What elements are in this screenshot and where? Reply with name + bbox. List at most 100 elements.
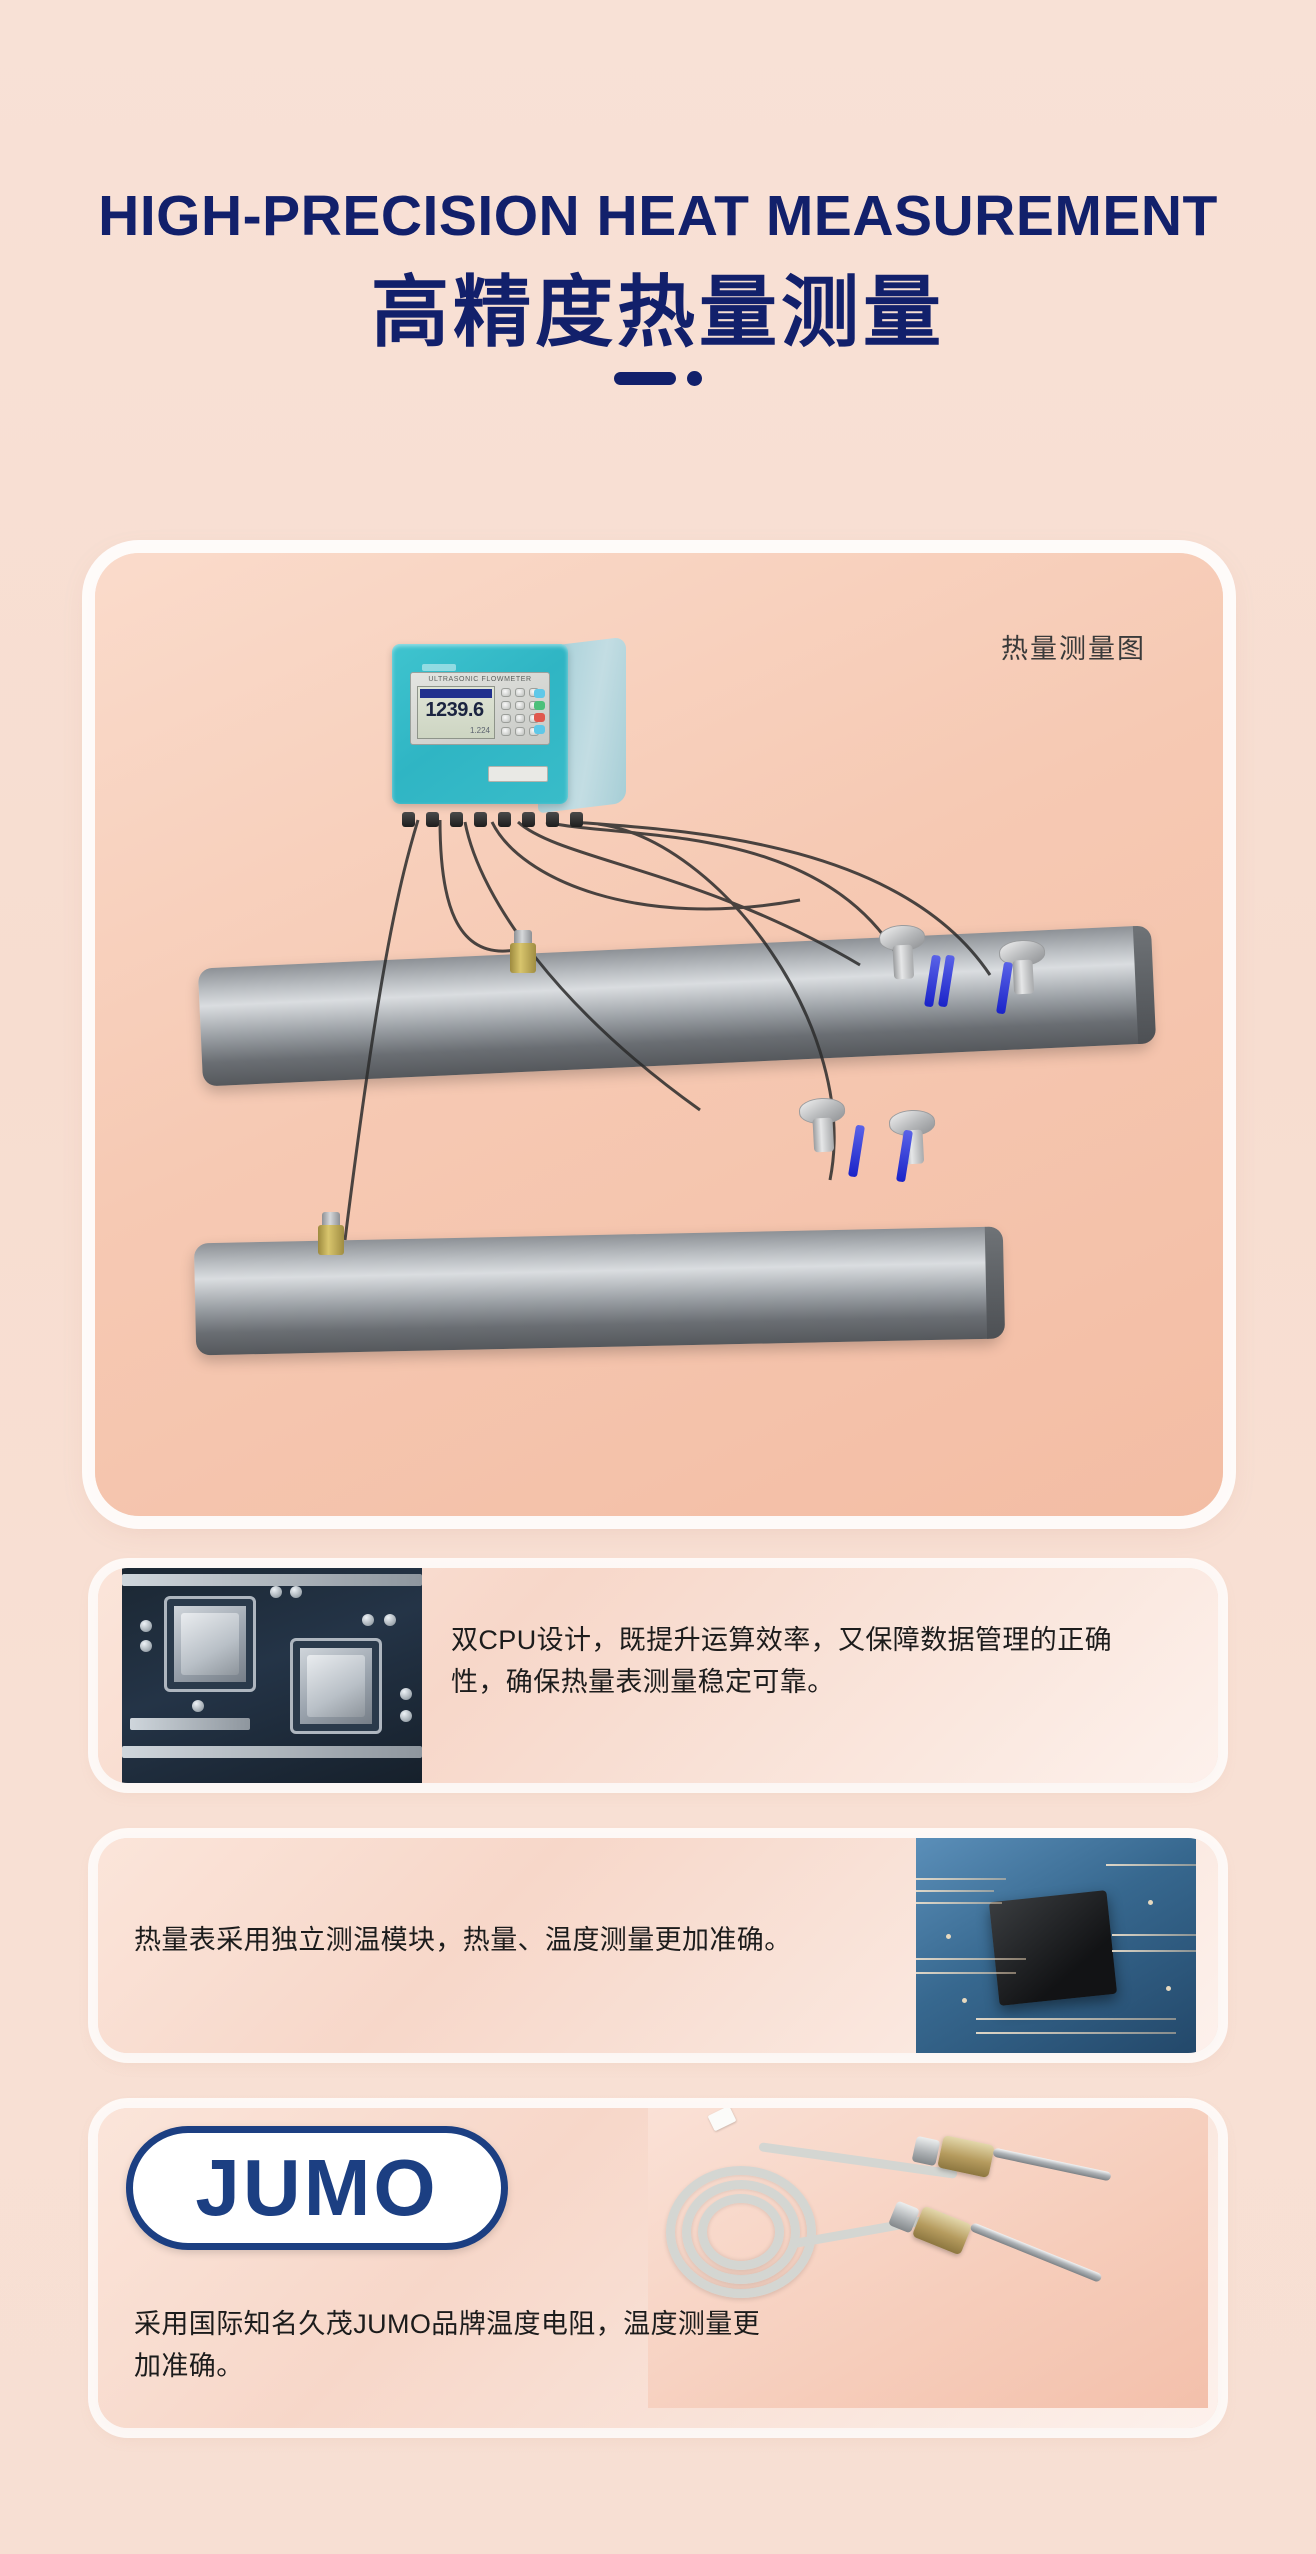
page-title-english: HIGH-PRECISION HEAT MEASUREMENT bbox=[98, 184, 1218, 248]
solder-pad bbox=[1148, 1900, 1153, 1905]
keypad-key[interactable] bbox=[515, 701, 525, 710]
microcontroller-chip-icon bbox=[988, 1890, 1118, 2006]
keypad-key[interactable] bbox=[501, 714, 511, 723]
probe-stem-lower bbox=[969, 2222, 1103, 2283]
jumo-logo-text: JUMO bbox=[195, 2143, 439, 2232]
cpu-die-right bbox=[307, 1655, 365, 1717]
keypad-key[interactable] bbox=[501, 688, 511, 697]
pcb-trace bbox=[916, 1902, 1002, 1904]
capacitor-icon bbox=[290, 1586, 302, 1598]
pcb-trace bbox=[1106, 1864, 1196, 1866]
pcb-trace bbox=[916, 1890, 994, 1892]
transducer-stem-icon bbox=[1012, 959, 1035, 995]
cable-gland-icon bbox=[474, 812, 487, 827]
feature-card-jumo-sensor-text: 采用国际知名久茂JUMO品牌温度电阻，温度测量更加准确。 bbox=[134, 2309, 761, 2381]
meter-front-panel: ULTRASONIC FLOWMETER 1239.6 1.224 bbox=[410, 672, 550, 745]
probe-brass-head-lower bbox=[911, 2205, 973, 2256]
cable-gland-icon bbox=[402, 812, 415, 827]
diagram-caption: 热量测量图 bbox=[1001, 634, 1146, 664]
sensor-pod-cap-icon bbox=[514, 930, 532, 946]
page-header: HIGH-PRECISION HEAT MEASUREMENT 高精度热量测量 bbox=[0, 0, 1316, 386]
sensor-pod-body-icon bbox=[318, 1225, 344, 1255]
function-key-up[interactable] bbox=[534, 689, 545, 698]
meter-function-keys[interactable] bbox=[534, 689, 545, 734]
ultrasonic-transducer-upstream-a bbox=[878, 923, 927, 988]
feature-card-dual-cpu: 双CPU设计，既提升运算效率，又保障数据管理的正确性，确保热量表测量稳定可靠。 bbox=[98, 1568, 1218, 1783]
motherboard-illustration bbox=[122, 1568, 422, 1783]
keypad-key[interactable] bbox=[501, 727, 511, 736]
lcd-primary-value: 1239.6 bbox=[425, 699, 484, 721]
ultrasonic-transducer-downstream-a bbox=[798, 1096, 847, 1161]
cpu-die-left bbox=[181, 1613, 239, 1675]
pcb-trace bbox=[916, 1878, 1006, 1880]
cable-gland-icon bbox=[546, 812, 559, 827]
capacitor-icon bbox=[362, 1614, 374, 1626]
keypad-key[interactable] bbox=[501, 701, 511, 710]
probe-illustration bbox=[648, 2108, 1208, 2408]
memory-slot bbox=[122, 1746, 422, 1758]
sensor-cable-coil bbox=[682, 2180, 800, 2284]
function-key-enter[interactable] bbox=[534, 701, 545, 710]
cable-gland-icon bbox=[426, 812, 439, 827]
ultrasonic-transducer-downstream-b bbox=[888, 1108, 937, 1173]
function-key-cancel[interactable] bbox=[534, 713, 545, 722]
circuit-board-chip-photo bbox=[916, 1838, 1196, 2053]
sensor-pod-cap-icon bbox=[322, 1212, 340, 1228]
probe-stem-upper bbox=[992, 2147, 1112, 2182]
capacitor-icon bbox=[384, 1614, 396, 1626]
meter-brand-label: ULTRASONIC FLOWMETER bbox=[428, 676, 532, 683]
cable-tag-icon bbox=[707, 2108, 737, 2132]
function-key-down[interactable] bbox=[534, 725, 545, 734]
lcd-status-bar bbox=[420, 689, 492, 698]
solder-pad bbox=[1166, 1986, 1171, 1991]
pcb-trace bbox=[916, 1958, 1026, 1960]
capacitor-icon bbox=[192, 1700, 204, 1712]
temperature-probe-photo bbox=[648, 2108, 1208, 2408]
cable-gland-icon bbox=[450, 812, 463, 827]
keypad-key[interactable] bbox=[515, 727, 525, 736]
page-title-chinese: 高精度热量测量 bbox=[370, 268, 945, 356]
capacitor-icon bbox=[400, 1710, 412, 1722]
meter-top-vent-icon bbox=[422, 664, 456, 671]
keypad-key[interactable] bbox=[515, 714, 525, 723]
meter-lcd-display: 1239.6 1.224 bbox=[417, 686, 495, 739]
pcb-trace bbox=[1112, 1934, 1196, 1936]
feature-card-temp-module-text: 热量表采用独立测温模块，热量、温度测量更加准确。 bbox=[134, 1925, 792, 1955]
title-accent-divider bbox=[0, 371, 1316, 386]
capacitor-icon bbox=[140, 1620, 152, 1632]
pcb-trace bbox=[916, 1972, 1016, 1974]
transducer-stem-icon bbox=[812, 1117, 835, 1153]
pcb-trace bbox=[976, 2018, 1176, 2020]
accent-dash-icon bbox=[614, 372, 676, 385]
sensor-cable-coil bbox=[698, 2194, 784, 2270]
feature-card-jumo-sensor: JUMO 采用国际知名久茂JUMO品牌温度电阻，温度测量更加准确。 bbox=[98, 2108, 1218, 2428]
meter-enclosure-front: ULTRASONIC FLOWMETER 1239.6 1.224 bbox=[392, 644, 568, 804]
temperature-sensor-pod-lower bbox=[318, 1212, 344, 1256]
feature-card-temp-module: 热量表采用独立测温模块，热量、温度测量更加准确。 bbox=[98, 1838, 1218, 2053]
meter-warning-label bbox=[488, 766, 548, 782]
pcb-illustration bbox=[916, 1838, 1196, 2053]
memory-slot bbox=[130, 1718, 250, 1730]
solder-pad bbox=[946, 1934, 951, 1939]
sensor-pod-body-icon bbox=[510, 943, 536, 973]
temperature-sensor-pod-upper bbox=[510, 930, 536, 974]
accent-dot-icon bbox=[687, 371, 702, 386]
lcd-secondary-value: 1.224 bbox=[469, 726, 490, 735]
memory-slot bbox=[122, 1574, 422, 1586]
capacitor-icon bbox=[400, 1688, 412, 1700]
cable-gland-icon bbox=[522, 812, 535, 827]
probe-compression-nut-upper bbox=[911, 2135, 941, 2167]
solder-pad bbox=[962, 1998, 967, 2003]
ultrasonic-flowmeter-device[interactable]: ULTRASONIC FLOWMETER 1239.6 1.224 bbox=[388, 634, 628, 827]
dual-cpu-motherboard-photo bbox=[122, 1568, 422, 1783]
lower-pipe-end-cap bbox=[984, 1226, 1006, 1339]
jumo-brand-logo: JUMO bbox=[126, 2126, 508, 2250]
capacitor-icon bbox=[270, 1586, 282, 1598]
keypad-key[interactable] bbox=[515, 688, 525, 697]
capacitor-icon bbox=[140, 1640, 152, 1652]
sensor-cable-coil bbox=[666, 2166, 816, 2298]
feature-card-dual-cpu-text: 双CPU设计，既提升运算效率，又保障数据管理的正确性，确保热量表测量稳定可靠。 bbox=[451, 1625, 1113, 1697]
meter-cable-glands bbox=[402, 812, 583, 827]
cable-gland-icon bbox=[498, 812, 511, 827]
